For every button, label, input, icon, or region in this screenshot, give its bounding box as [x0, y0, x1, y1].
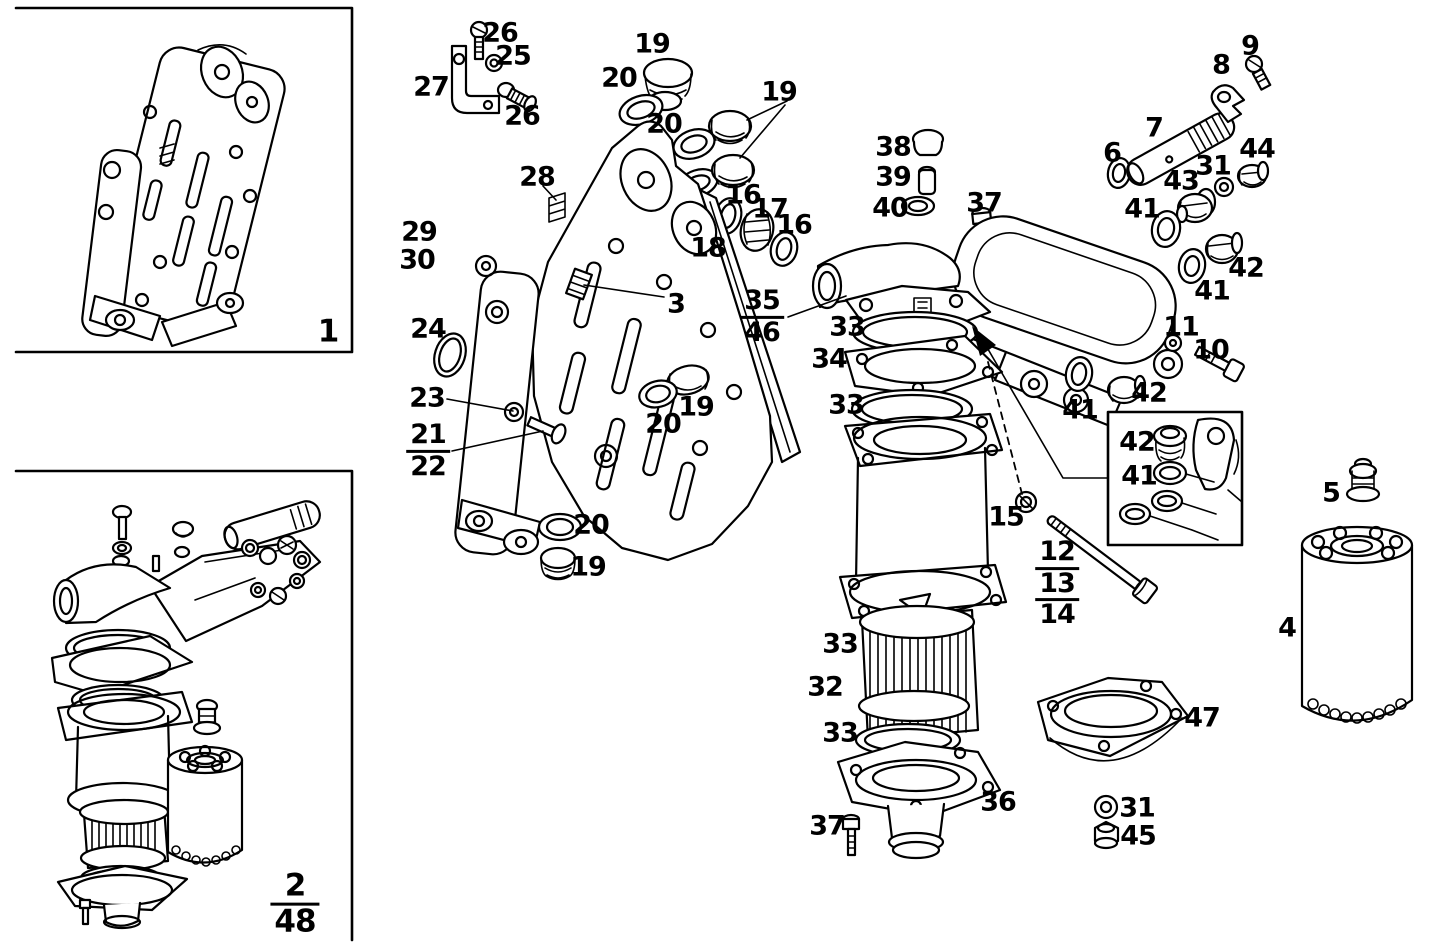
- callout-47: 47: [1184, 702, 1221, 734]
- callout-36: 36: [980, 786, 1017, 818]
- callout-26: 26: [504, 100, 541, 132]
- callout-19: 19: [761, 76, 798, 108]
- callout-6: 6: [1103, 137, 1122, 169]
- callout-part: 21: [410, 418, 447, 450]
- callout-41: 41: [1194, 275, 1231, 307]
- callout-33: 33: [822, 628, 859, 660]
- callout-part: 35: [744, 284, 781, 316]
- callout-19: 19: [570, 551, 607, 583]
- callout-3: 3: [667, 288, 686, 320]
- callout-11: 11: [1163, 311, 1200, 343]
- bolt-12-13-14-group: [1014, 490, 1159, 605]
- callout-34: 34: [811, 343, 848, 375]
- callout-31: 31: [1195, 150, 1232, 182]
- leader-lines: [446, 100, 1108, 495]
- detail-inset-box: [1106, 410, 1244, 547]
- callout-20: 20: [601, 62, 638, 94]
- callout-26: 26: [482, 17, 519, 49]
- callout-39: 39: [875, 161, 912, 193]
- callout-9: 9: [1241, 30, 1260, 62]
- callout-19: 19: [678, 391, 715, 423]
- callout-45: 45: [1120, 820, 1157, 852]
- callout-20: 20: [645, 408, 682, 440]
- callout-part: 2: [284, 867, 307, 904]
- callout-15: 15: [988, 501, 1025, 533]
- callout-part: 22: [406, 449, 450, 482]
- callout-42: 42: [1119, 426, 1156, 458]
- callout-33: 33: [829, 311, 866, 343]
- callout-28: 28: [519, 161, 556, 193]
- heat-exchanger-assembly: [811, 128, 1184, 860]
- callout-8: 8: [1212, 49, 1231, 81]
- callout-part: 46: [740, 315, 784, 348]
- callout-1: 1: [317, 313, 340, 350]
- callout-32: 32: [807, 671, 844, 703]
- callout-10: 10: [1193, 334, 1230, 366]
- callout-43: 43: [1163, 165, 1200, 197]
- callout-29: 29: [401, 216, 438, 248]
- callout-30: 30: [399, 244, 436, 276]
- callout-37: 37: [809, 810, 846, 842]
- callout-23: 23: [409, 382, 446, 414]
- callout-27: 27: [413, 71, 450, 103]
- callout-33: 33: [822, 717, 859, 749]
- callout-part: 14: [1035, 598, 1079, 630]
- callout-41: 41: [1121, 460, 1158, 492]
- callout-40: 40: [872, 192, 909, 224]
- callout-16: 16: [776, 209, 813, 241]
- part-47-cover: [1036, 676, 1190, 850]
- callout-part: 12: [1039, 536, 1076, 568]
- callout-33: 33: [828, 389, 865, 421]
- callout-42: 42: [1131, 377, 1168, 409]
- callout-part: 48: [270, 902, 320, 939]
- callout-19: 19: [634, 28, 671, 60]
- callout-18: 18: [690, 232, 727, 264]
- callout-20: 20: [573, 509, 610, 541]
- part-27-bracket-group: [450, 20, 537, 115]
- part-4-oil-filter: [1300, 457, 1414, 724]
- right-fittings: [1106, 54, 1272, 383]
- callout-17: 17: [752, 193, 789, 225]
- callout-16: 16: [725, 179, 762, 211]
- callout-41: 41: [1062, 394, 1099, 426]
- callout-7: 7: [1145, 112, 1164, 144]
- callout-44: 44: [1239, 133, 1276, 165]
- callout-4: 4: [1278, 612, 1297, 644]
- part-1-mounting-plate-inset: [81, 44, 286, 348]
- inset-box-1-frame: [14, 6, 354, 354]
- callout-41: 41: [1124, 193, 1161, 225]
- callout-38: 38: [875, 131, 912, 163]
- part-3-mounting-plate: [454, 120, 802, 562]
- plate-small-parts: [433, 332, 710, 581]
- callout-25: 25: [495, 40, 532, 72]
- callout-37: 37: [966, 187, 1003, 219]
- callout-42: 42: [1228, 252, 1265, 284]
- callout-5: 5: [1322, 477, 1341, 509]
- callout-part: 13: [1035, 566, 1079, 599]
- callout-31: 31: [1119, 792, 1156, 824]
- part-2-assembled-oil-cooler-inset: [50, 500, 322, 930]
- callout-20: 20: [646, 108, 683, 140]
- inset-box-2-frame: [14, 469, 354, 942]
- callout-24: 24: [410, 313, 447, 345]
